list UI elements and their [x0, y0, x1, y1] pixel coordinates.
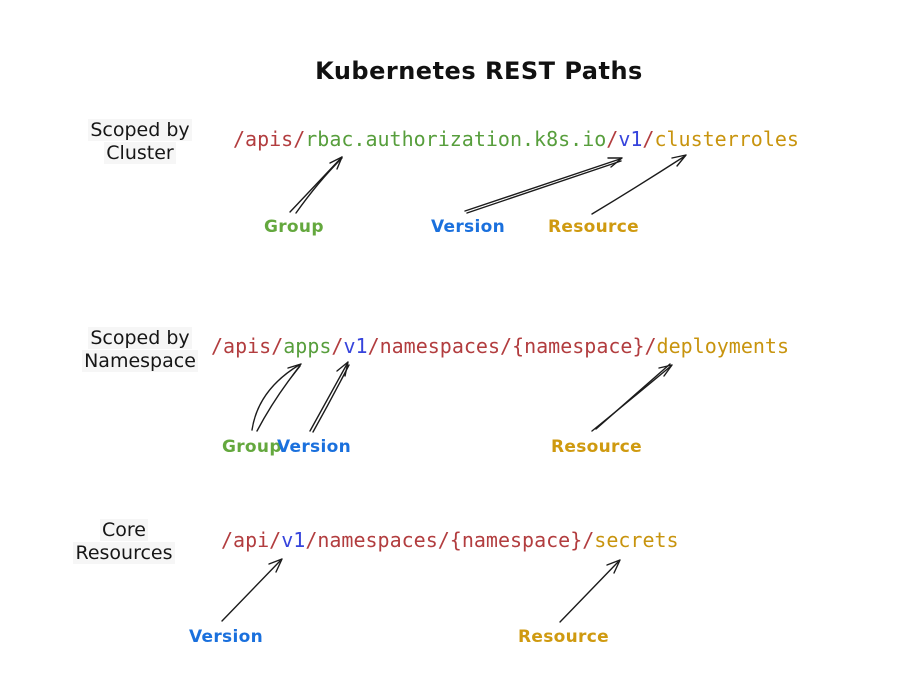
rest-path-namespace-scoped: /apis/apps/v1/namespaces/{namespace}/dep… [211, 334, 789, 358]
rest-path-core: /api/v1/namespaces/{namespace}/secrets [221, 528, 679, 552]
path-resource-segment: clusterroles [654, 127, 799, 151]
arrow-row3-resource [559, 559, 621, 623]
annotation-group-label: Group [222, 437, 282, 457]
path-resource-segment: deployments [656, 334, 789, 358]
rest-path-cluster-scoped: /apis/rbac.authorization.k8s.io/v1/clust… [233, 127, 799, 151]
annotation-group-label: Group [264, 217, 324, 237]
path-separator: /api/ [221, 528, 282, 552]
path-version-segment: v1 [281, 528, 306, 552]
path-version-segment: v1 [343, 334, 368, 358]
scope-label-core-resources: Core Resources [39, 519, 209, 565]
annotation-resource-label: Resource [551, 437, 642, 457]
scope-label-line: Resources [73, 542, 175, 564]
annotation-version-label: Version [189, 627, 263, 647]
arrow-row1-resource [591, 154, 687, 215]
arrow-row1-group [289, 156, 343, 214]
scope-label-line: Cluster [104, 142, 176, 164]
path-separator: /apis/ [233, 127, 306, 151]
scope-label-line: Core [100, 519, 148, 541]
arrow-row1-version [464, 157, 623, 214]
path-group-segment: apps [283, 334, 332, 358]
arrow-row3-version [221, 558, 283, 622]
path-separator: /apis/ [211, 334, 284, 358]
annotation-version-label: Version [277, 437, 351, 457]
path-separator: / [642, 127, 655, 151]
annotation-resource-label: Resource [518, 627, 609, 647]
arrow-row2-version [309, 361, 350, 433]
path-separator: /namespaces/{namespace}/ [367, 334, 657, 358]
path-resource-segment: secrets [594, 528, 679, 552]
diagram-title: Kubernetes REST Paths [315, 57, 643, 85]
scope-label-line: Scoped by [88, 327, 192, 349]
path-separator: /namespaces/{namespace}/ [305, 528, 595, 552]
arrow-row2-resource [591, 363, 673, 432]
path-version-segment: v1 [618, 127, 643, 151]
scope-label-line: Scoped by [88, 119, 192, 141]
annotation-version-label: Version [431, 217, 505, 237]
scope-label-line: Namespace [82, 350, 198, 372]
scope-label-cluster: Scoped by Cluster [55, 119, 225, 165]
annotation-resource-label: Resource [548, 217, 639, 237]
scope-label-namespace: Scoped by Namespace [55, 327, 225, 373]
path-group-segment: rbac.authorization.k8s.io [305, 127, 607, 151]
path-separator: / [331, 334, 344, 358]
arrow-row2-group [251, 363, 302, 432]
path-separator: / [606, 127, 619, 151]
